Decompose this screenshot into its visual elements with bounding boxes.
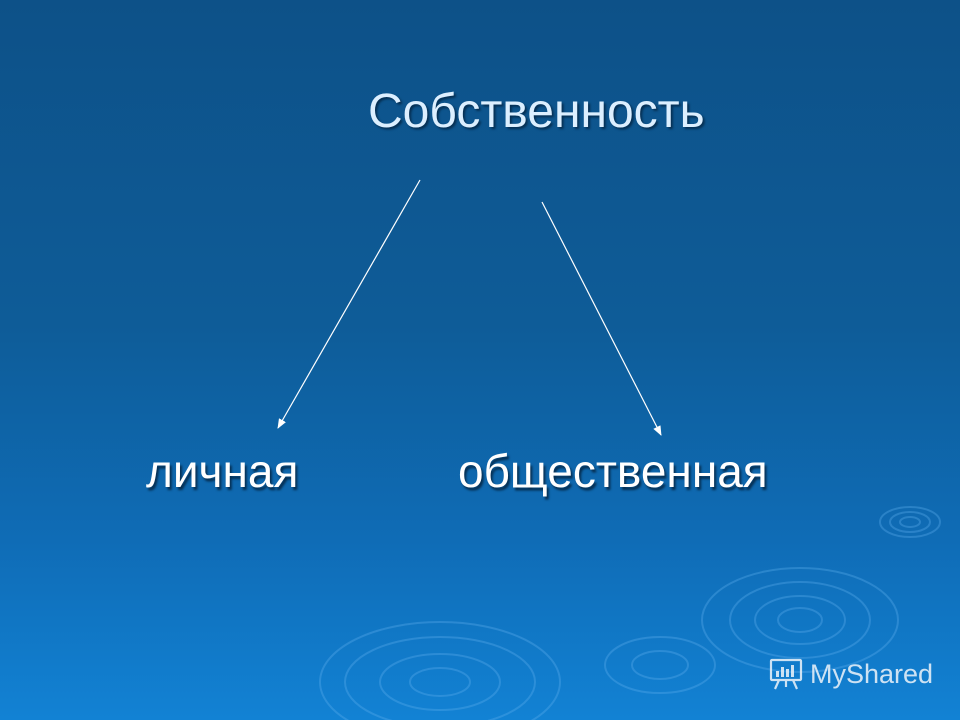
node-personal: личная [146, 445, 299, 497]
presentation-board-icon [769, 658, 803, 690]
watermark-text: MyShared [810, 659, 934, 689]
node-public: общественная [458, 445, 768, 497]
arrow-to-right-node [541, 201, 662, 436]
slide-title: Собственность [368, 85, 705, 138]
watermark: MyShared [768, 656, 933, 692]
arrow-to-left-node [277, 179, 421, 429]
